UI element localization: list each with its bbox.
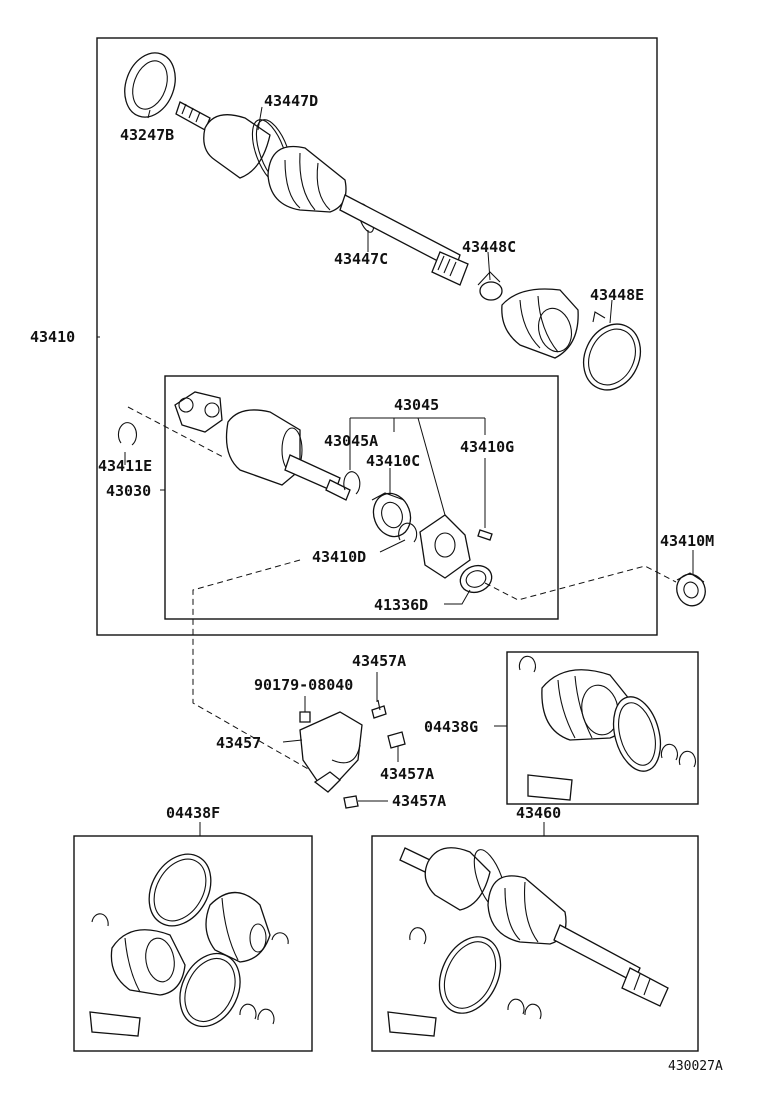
boot-kit-f-box	[73, 835, 313, 1052]
label-43410C: 43410C	[366, 452, 420, 470]
inner-joint-box	[164, 375, 559, 620]
label-43457A-bottom: 43457A	[392, 792, 446, 810]
label-43411E: 43411E	[98, 457, 152, 475]
label-04438F: 04438F	[166, 804, 220, 822]
label-43457A-middle: 43457A	[380, 765, 434, 783]
boot-kit-f-parts	[89, 853, 289, 1037]
label-04438G: 04438G	[424, 718, 478, 736]
outer-shaft-parts	[387, 847, 669, 1037]
label-43030: 43030	[106, 482, 151, 500]
label-43460: 43460	[516, 804, 561, 822]
label-43447C: 43447C	[334, 250, 388, 268]
label-43447D: 43447D	[264, 92, 318, 110]
label-43448C: 43448C	[462, 238, 516, 256]
label-43045: 43045	[394, 396, 439, 414]
label-43410D: 43410D	[312, 548, 366, 566]
figure-code: 430027A	[668, 1059, 723, 1074]
part-labels: 43247B 43447D 43447C 43448C 43448E 43410…	[30, 92, 723, 1074]
leader-lines	[97, 106, 694, 836]
label-43457: 43457	[216, 734, 261, 752]
label-43410: 43410	[30, 328, 75, 346]
label-43448E: 43448E	[590, 286, 644, 304]
label-43247B: 43247B	[120, 126, 174, 144]
drive-shaft-assembly	[124, 52, 642, 391]
inner-joint-parts	[117, 391, 677, 771]
boot-kit-g-parts	[518, 655, 696, 801]
label-43410G: 43410G	[460, 438, 514, 456]
outer-shaft-box	[371, 835, 699, 1052]
label-43410M: 43410M	[660, 532, 714, 550]
label-43457A-top: 43457A	[352, 652, 406, 670]
label-90179-08040: 90179-08040	[254, 676, 353, 694]
label-41336D: 41336D	[374, 596, 428, 614]
boot-kit-g-box	[506, 651, 699, 805]
bearing-43410m	[676, 572, 706, 607]
label-43045A: 43045A	[324, 432, 378, 450]
center-bracket	[299, 699, 406, 809]
